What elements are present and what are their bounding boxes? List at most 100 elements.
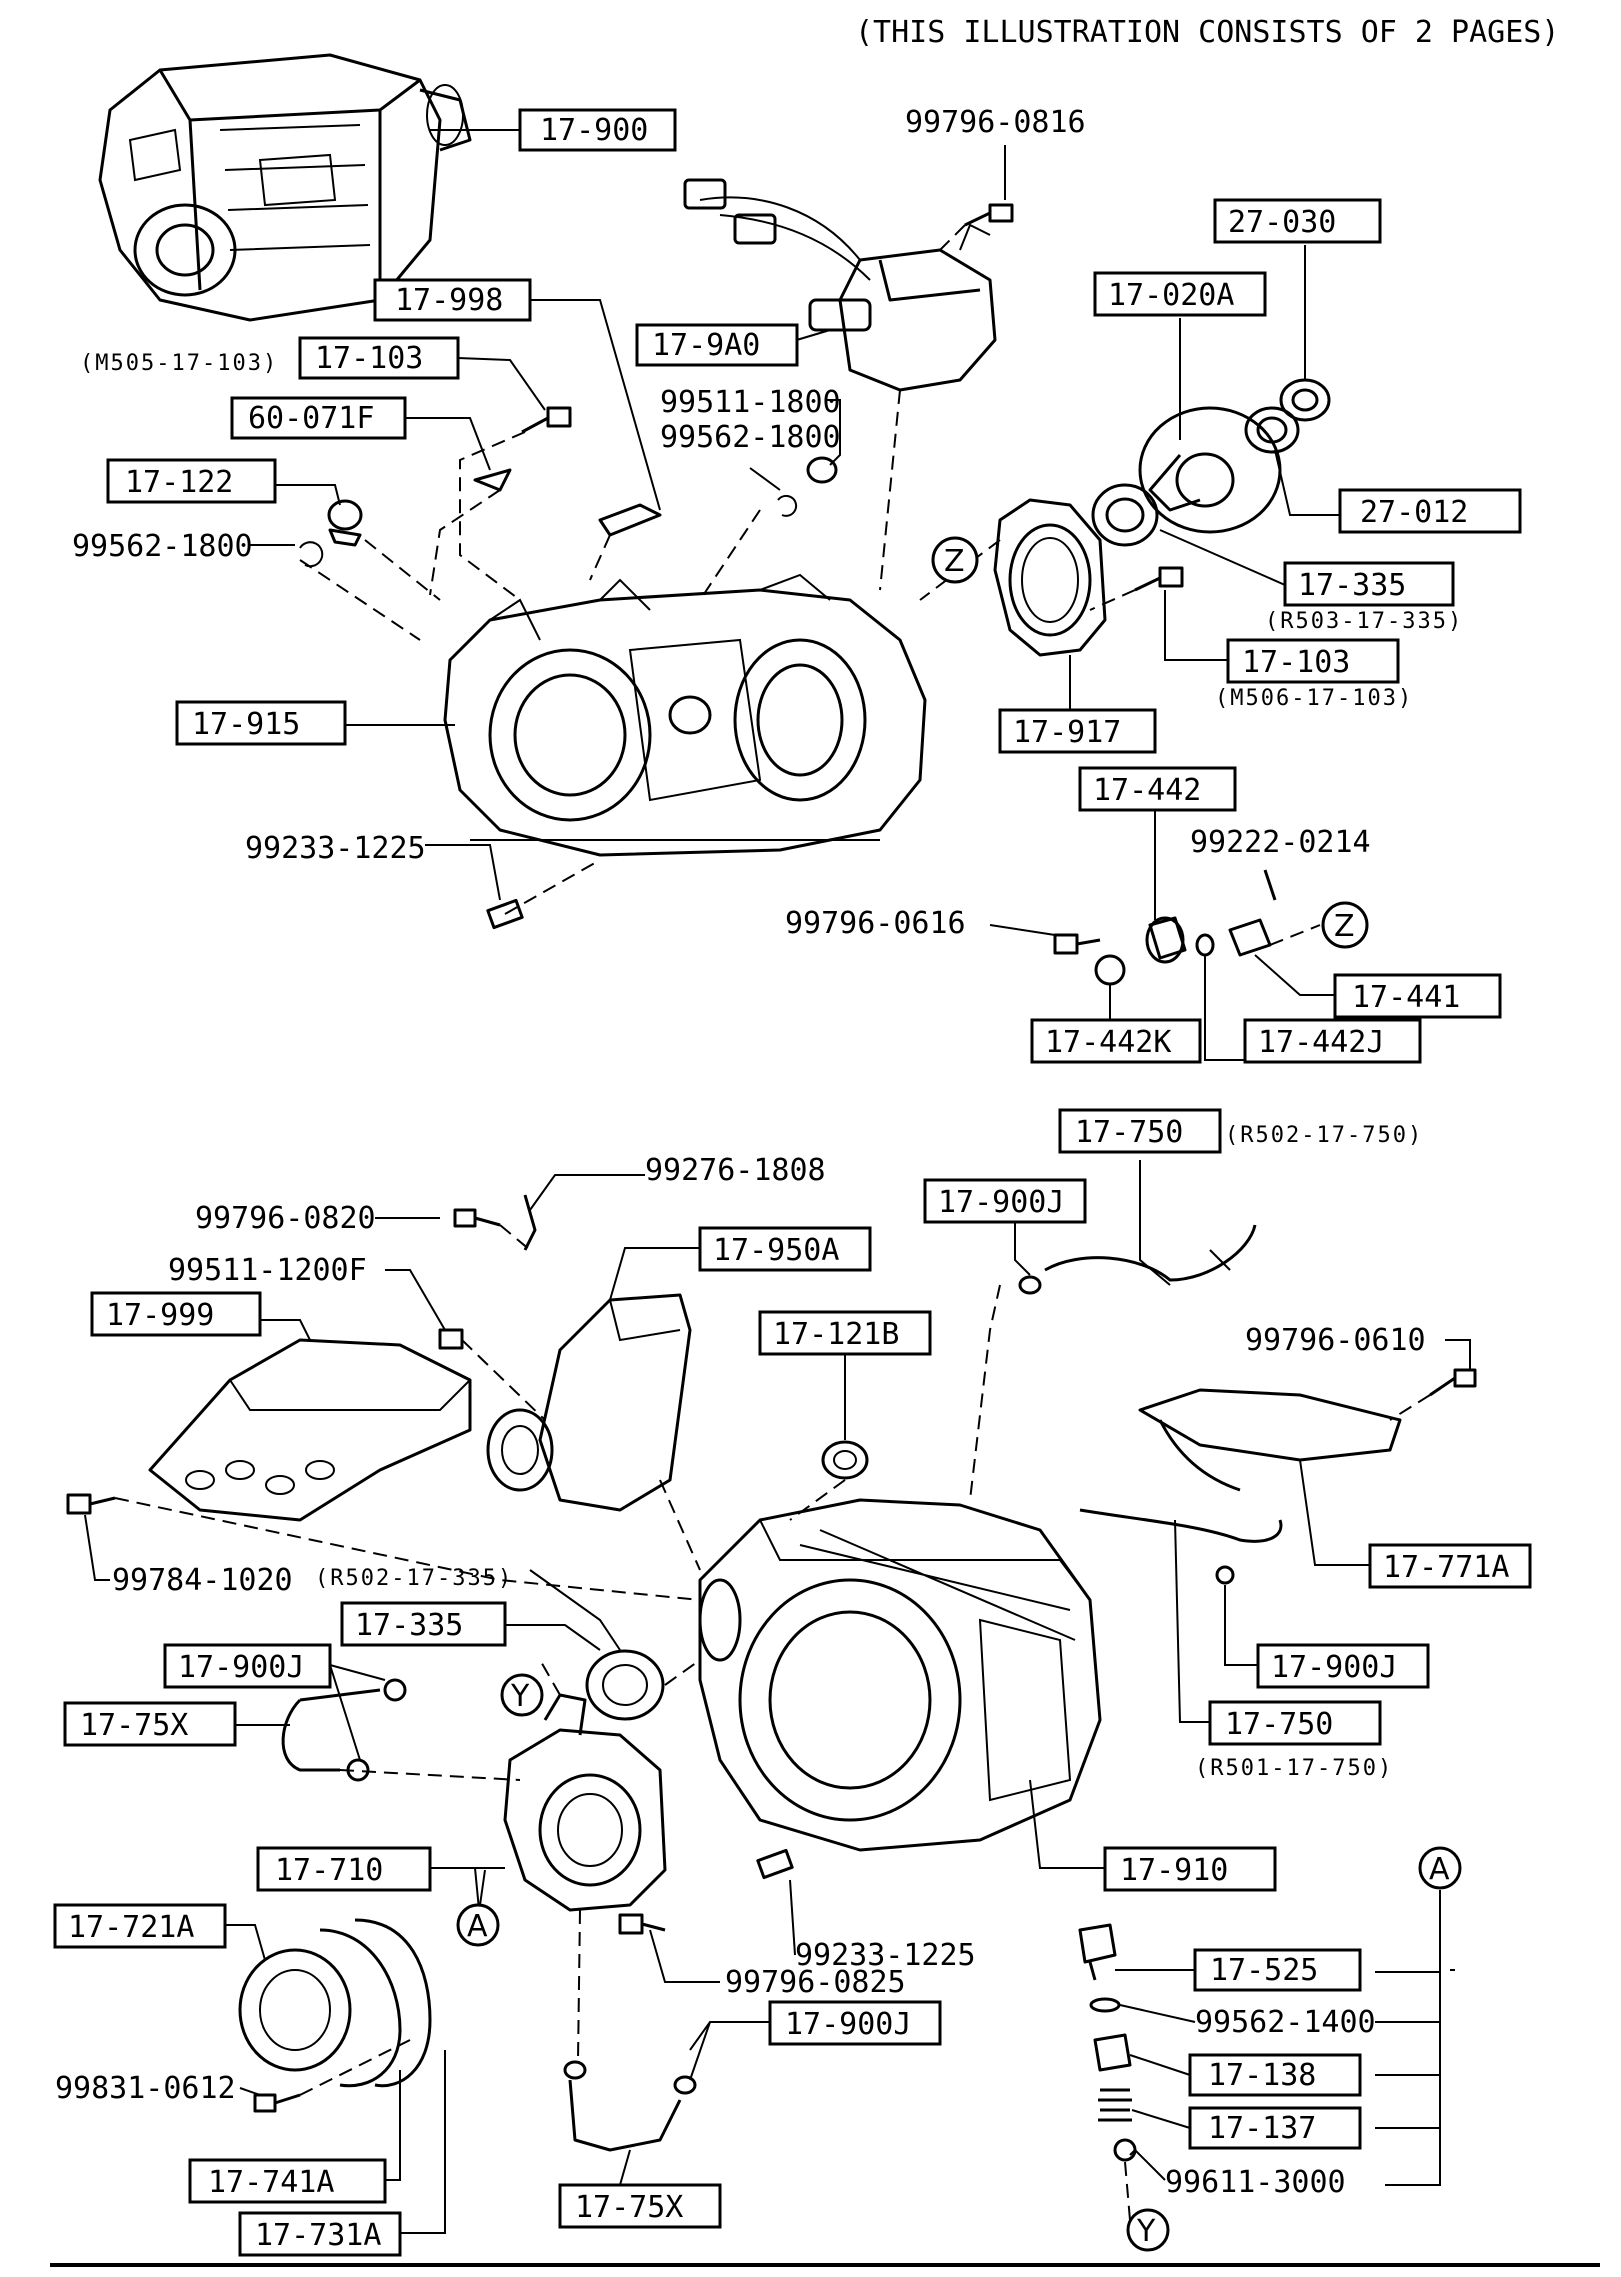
svg-text:17-900J: 17-900J: [785, 2007, 911, 2042]
label-17-137: 17-137: [1188, 2106, 1362, 2150]
svg-text:17-103: 17-103: [315, 341, 423, 376]
label-17-917: 17-917: [998, 708, 1157, 754]
svg-text:60-071F: 60-071F: [248, 401, 374, 436]
label-ref-r501: (R501-17-750): [1195, 1756, 1393, 1781]
svg-text:17-335: 17-335: [1298, 568, 1406, 603]
svg-text:17-75X: 17-75X: [80, 1708, 188, 1743]
label-99784-1020: 99784-1020: [112, 1563, 293, 1598]
svg-text:17-442K: 17-442K: [1045, 1025, 1171, 1060]
svg-text:17-741A: 17-741A: [208, 2165, 334, 2200]
bearing-17-335-lower-drawing: [585, 1649, 665, 1721]
label-17-020A: 17-020A: [1093, 271, 1267, 317]
label-17-999: 17-999: [90, 1291, 262, 1337]
lower-cover-17-999-drawing: [66, 1338, 472, 1522]
svg-text:17-721A: 17-721A: [68, 1910, 194, 1945]
svg-text:17-950A: 17-950A: [713, 1233, 839, 1268]
label-17-900J-a: 17-900J: [923, 1178, 1087, 1224]
marker-y-upper: Y: [500, 1673, 544, 1717]
svg-text:17-75X: 17-75X: [575, 2190, 683, 2225]
pipe-17-75X-lower-drawing: [563, 2060, 697, 2152]
label-17-9A0: 17-9A0: [635, 323, 799, 367]
svg-text:Z: Z: [1334, 909, 1355, 944]
svg-text:17-998: 17-998: [395, 283, 503, 318]
label-99511-1200F: 99511-1200F: [168, 1253, 367, 1288]
speedometer-drive-drawing: [1053, 869, 1277, 986]
gear-housing-17-950A-drawing: [438, 1194, 692, 1512]
svg-text:27-012: 27-012: [1360, 495, 1468, 530]
label-17-441: 17-441: [1333, 973, 1502, 1019]
oil-seal-17-121B-drawing: [821, 1440, 869, 1480]
label-17-75X-lower: 17-75X: [558, 2183, 722, 2229]
label-17-103-right: 17-103: [1226, 638, 1400, 684]
label-99831-0612: 99831-0612: [55, 2071, 236, 2106]
rear-seal-parts-drawing: [238, 1918, 432, 2113]
svg-text:17-442: 17-442: [1093, 773, 1201, 808]
svg-text:17-138: 17-138: [1208, 2058, 1316, 2093]
svg-text:17-020A: 17-020A: [1108, 278, 1234, 313]
svg-text:17-121B: 17-121B: [773, 1317, 899, 1352]
label-99796-0616: 99796-0616: [785, 906, 966, 941]
svg-text:A: A: [1429, 1852, 1450, 1887]
label-17-750-upper: 17-750: [1058, 1108, 1222, 1154]
label-ref-r502-335: (R502-17-335): [315, 1566, 513, 1591]
label-17-442J: 17-442J: [1243, 1018, 1422, 1064]
label-ref-r503: (R503-17-335): [1265, 609, 1463, 634]
companion-flange-drawing: [1091, 378, 1331, 547]
bracket-17-771A-drawing: [1079, 1368, 1477, 1585]
svg-text:17-915: 17-915: [192, 707, 300, 742]
label-17-442K: 17-442K: [1030, 1018, 1202, 1064]
svg-text:17-750: 17-750: [1225, 1707, 1333, 1742]
label-99796-0825: 99796-0825: [725, 1965, 906, 2000]
front-case-17-915-drawing: [443, 573, 927, 857]
small-fasteners-upper-left-drawing: [299, 406, 838, 568]
svg-text:17-750: 17-750: [1075, 1115, 1183, 1150]
marker-y-lower: Y: [1126, 2208, 1170, 2252]
svg-text:17-122: 17-122: [125, 465, 233, 500]
pipe-17-75X-upper-drawing: [281, 1678, 407, 1782]
label-17-442: 17-442: [1078, 766, 1237, 812]
svg-text:A: A: [467, 1909, 488, 1944]
label-17-750-lower: 17-750: [1208, 1700, 1382, 1746]
svg-text:17-900J: 17-900J: [1271, 1650, 1397, 1685]
svg-text:17-900J: 17-900J: [178, 1650, 304, 1685]
svg-text:17-900: 17-900: [540, 113, 648, 148]
marker-z-lower: Z: [1321, 901, 1369, 949]
rear-cover-17-917-drawing: [993, 498, 1107, 657]
label-17-731A: 17-731A: [238, 2211, 402, 2257]
svg-text:Y: Y: [510, 1679, 530, 1714]
svg-text:17-771A: 17-771A: [1383, 1550, 1509, 1585]
dowel-pin-upper-drawing: [486, 898, 524, 930]
rear-case-17-910-drawing: [698, 1498, 1102, 1852]
label-17-721A: 17-721A: [53, 1903, 227, 1949]
svg-text:Y: Y: [1136, 2214, 1156, 2249]
pipe-17-750-upper-drawing: [1018, 1224, 1257, 1295]
svg-text:17-103: 17-103: [1242, 645, 1350, 680]
marker-z-upper: Z: [931, 536, 979, 584]
label-99796-0610: 99796-0610: [1245, 1323, 1426, 1358]
leader-lines: [84, 129, 1471, 2234]
svg-text:17-910: 17-910: [1120, 1853, 1228, 1888]
label-99796-0820: 99796-0820: [195, 1201, 376, 1236]
label-17-900: 17-900: [518, 108, 677, 152]
label-27-030: 27-030: [1213, 198, 1382, 244]
label-17-915: 17-915: [175, 700, 347, 746]
label-17-771A: 17-771A: [1368, 1543, 1532, 1589]
svg-text:17-917: 17-917: [1013, 715, 1121, 750]
label-17-900J-c: 17-900J: [1256, 1643, 1430, 1689]
label-17-710: 17-710: [256, 1846, 432, 1892]
bolt-17-103-right-drawing: [1134, 566, 1184, 592]
transfer-case-assembly-drawing: [98, 53, 472, 322]
svg-text:17-335: 17-335: [355, 1608, 463, 1643]
label-ref-m506: (M506-17-103): [1215, 686, 1413, 711]
svg-text:27-030: 27-030: [1228, 205, 1336, 240]
marker-a-left: A: [456, 1903, 500, 1947]
svg-text:17-137: 17-137: [1208, 2111, 1316, 2146]
label-17-335-lower: 17-335: [340, 1601, 507, 1647]
label-99611-3000: 99611-3000: [1165, 2165, 1346, 2200]
label-17-121B: 17-121B: [758, 1310, 932, 1356]
svg-text:Z: Z: [944, 544, 965, 579]
actuator-motor-drawing: [683, 178, 997, 392]
svg-text:17-710: 17-710: [275, 1853, 383, 1888]
svg-text:17-441: 17-441: [1352, 980, 1460, 1015]
